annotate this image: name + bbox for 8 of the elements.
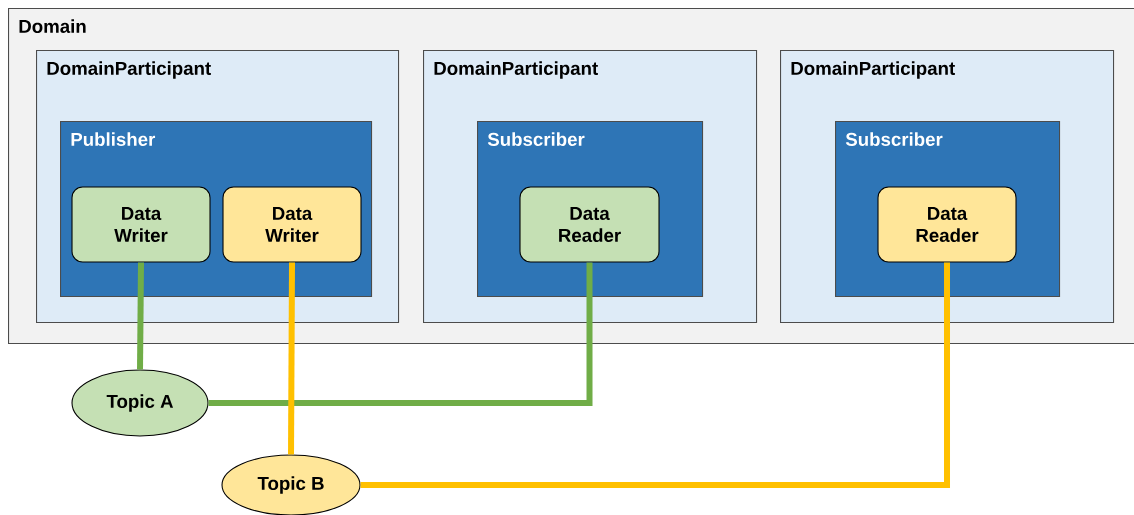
writer-box: Data Writer <box>222 186 362 263</box>
writer-box: Data Writer <box>71 186 211 263</box>
connector-line <box>137 262 144 370</box>
connector-line <box>360 262 950 488</box>
reader-box: Data Reader <box>519 186 660 263</box>
reader-box: Data Reader <box>877 186 1017 263</box>
connector-line <box>288 262 295 455</box>
connector-line <box>208 262 593 406</box>
